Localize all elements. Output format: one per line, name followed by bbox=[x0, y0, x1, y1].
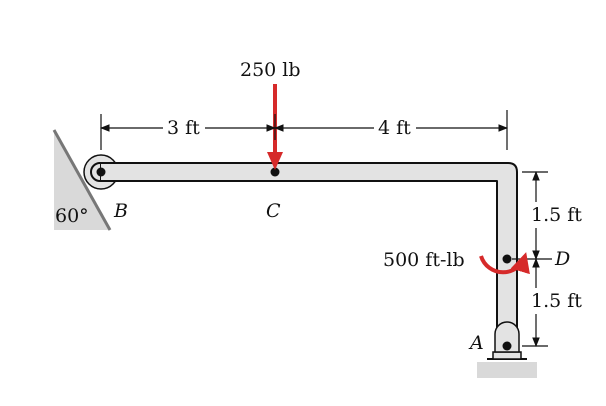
vertical-dimensions bbox=[512, 171, 552, 347]
moment-label: 500 ft-lb bbox=[383, 249, 465, 271]
point-d-dot bbox=[502, 254, 512, 264]
moment-arrow bbox=[479, 252, 530, 275]
dim-d-a-label: 1.5 ft bbox=[531, 290, 582, 312]
point-b-dot bbox=[96, 167, 106, 177]
point-a-label: A bbox=[468, 332, 484, 354]
bent-member bbox=[99, 162, 518, 349]
dim-corner-d-label: 1.5 ft bbox=[531, 204, 582, 226]
pin-support-a bbox=[477, 321, 537, 378]
force-label: 250 lb bbox=[240, 59, 301, 81]
dim-bc-label: 3 ft bbox=[167, 117, 200, 139]
point-d-label: D bbox=[554, 248, 570, 270]
point-c-label: C bbox=[266, 200, 281, 222]
dim-c-corner-label: 4 ft bbox=[378, 117, 411, 139]
point-b-label: B bbox=[113, 200, 128, 222]
point-c-dot bbox=[270, 167, 280, 177]
horizontal-dimensions bbox=[100, 110, 508, 150]
angle-label: 60° bbox=[55, 205, 89, 227]
inclined-surface bbox=[52, 129, 112, 231]
